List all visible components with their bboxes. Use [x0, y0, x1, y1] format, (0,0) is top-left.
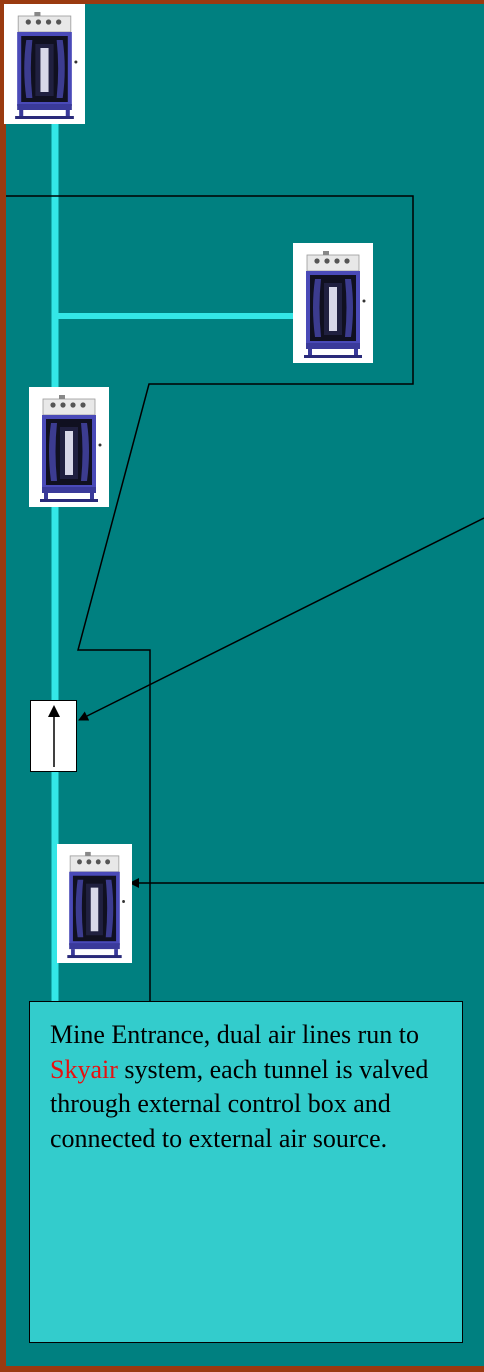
skyair-unit-top-icon: [4, 4, 85, 124]
caption-box: Mine Entrance, dual air lines run to Sky…: [29, 1001, 463, 1343]
skyair-unit-middle-icon: [29, 387, 109, 507]
skyair-unit-bottom-icon: [57, 844, 132, 963]
up-arrow-icon: [31, 701, 78, 773]
caption-text-before: Mine Entrance, dual air lines run to: [50, 1020, 419, 1049]
arrow-to-valve: [79, 518, 484, 720]
caption-brand-name: Skyair: [50, 1055, 118, 1084]
skyair-unit-branch-icon: [293, 243, 373, 363]
valve-control-box: [30, 700, 77, 772]
